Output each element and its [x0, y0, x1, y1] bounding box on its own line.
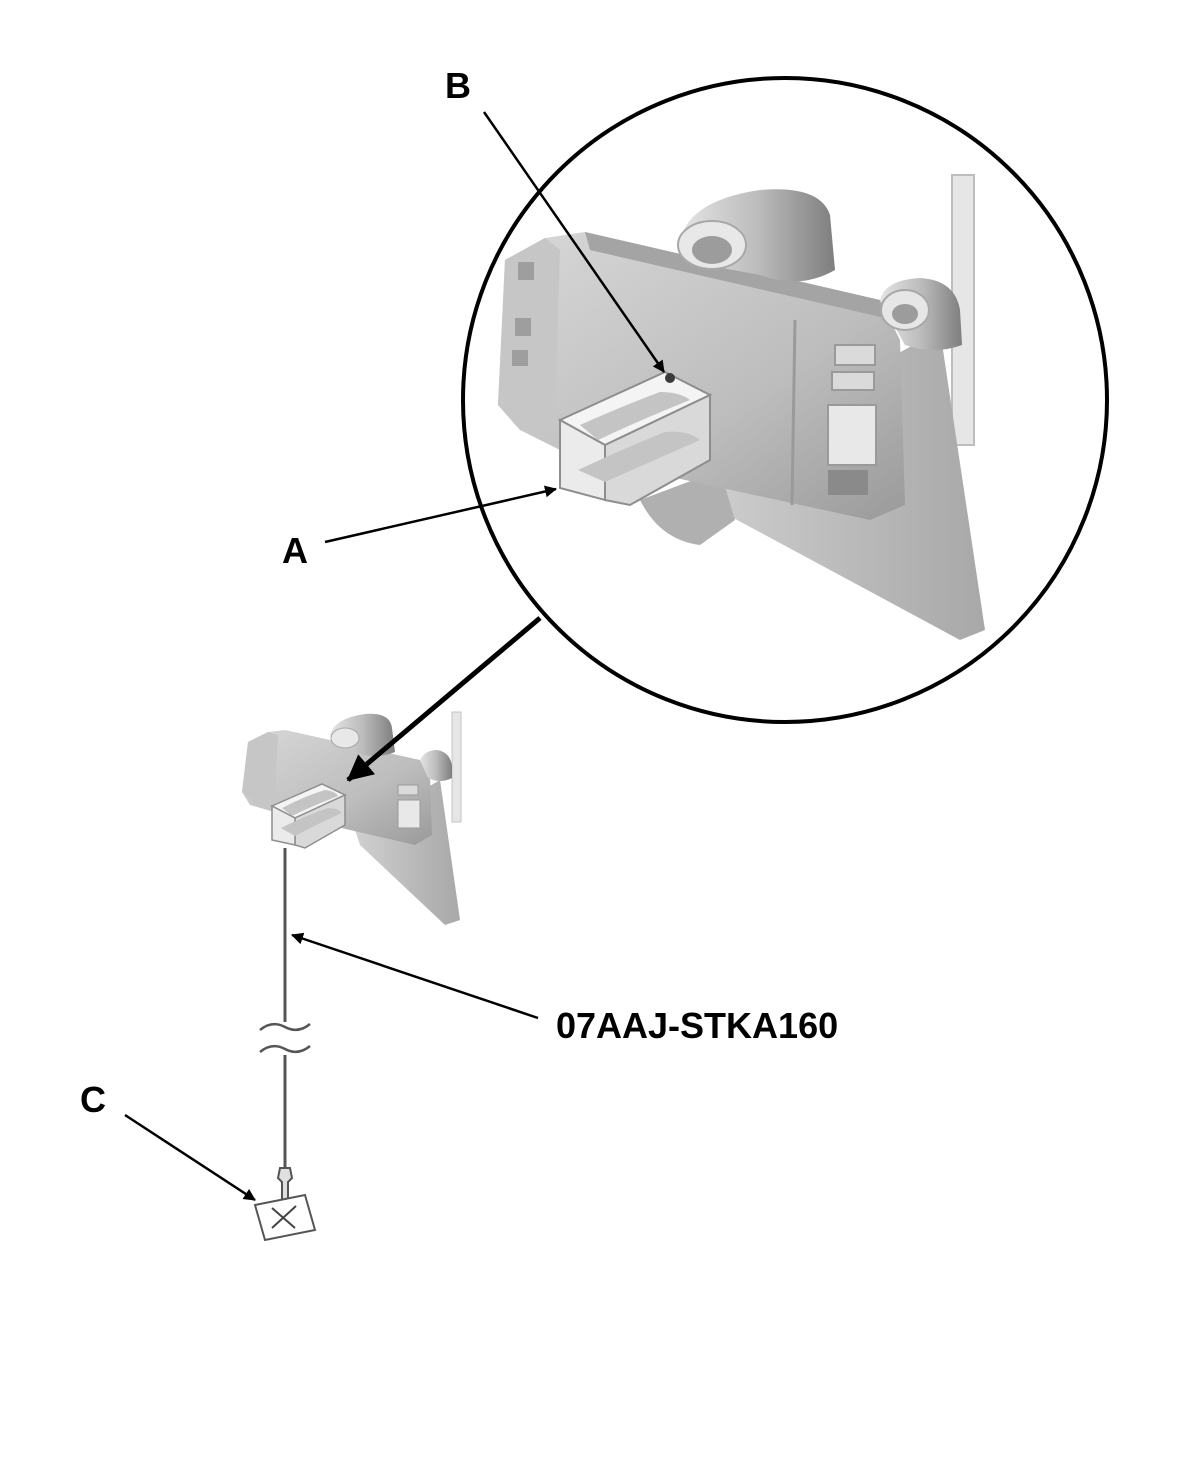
leader-a	[324, 485, 557, 544]
callout-b: B	[445, 65, 471, 106]
wire-break-mark	[259, 1044, 311, 1054]
bracket-slot-small	[397, 784, 419, 796]
leader-c	[124, 1113, 256, 1202]
tool-wire	[253, 848, 317, 1242]
bracket-rim-small	[242, 732, 278, 805]
wire-clip-tube-end-small	[330, 727, 360, 749]
wire-clip-tube-end	[892, 304, 918, 324]
wire-clip-tube-end	[692, 236, 732, 264]
hole-b	[665, 373, 675, 383]
rim-notch	[518, 262, 534, 280]
callout-a: A	[282, 530, 308, 571]
bracket-seam	[790, 319, 797, 506]
x-mark-icon	[271, 1205, 297, 1229]
callout-c: C	[80, 1079, 106, 1120]
clip-a	[557, 370, 713, 507]
bracket-slot	[828, 470, 868, 495]
rim-notch	[512, 350, 528, 366]
vertical-rod-small	[451, 711, 462, 823]
detail-circle	[461, 76, 1109, 724]
wire-clip-tube-small	[420, 750, 452, 781]
overview-part	[242, 711, 462, 925]
leader-tool	[291, 932, 539, 1020]
clip-a-small	[270, 783, 347, 849]
wire-break-mark	[259, 1022, 311, 1032]
floor-mark-c	[253, 1193, 317, 1242]
detail-view	[498, 174, 985, 640]
bracket-slot	[827, 404, 877, 466]
bracket-top-ridge	[585, 232, 885, 318]
leader-detail	[346, 616, 542, 782]
bracket-slot	[834, 344, 876, 366]
bracket-slot	[831, 371, 875, 391]
rim-notch	[515, 318, 531, 336]
callout-tool-number: 07AAJ-STKA160	[556, 1005, 838, 1046]
bracket-plate-small	[242, 730, 432, 845]
bracket-slot-small	[397, 799, 421, 829]
leader-b	[482, 111, 666, 373]
mount-foot-underside	[640, 470, 735, 545]
